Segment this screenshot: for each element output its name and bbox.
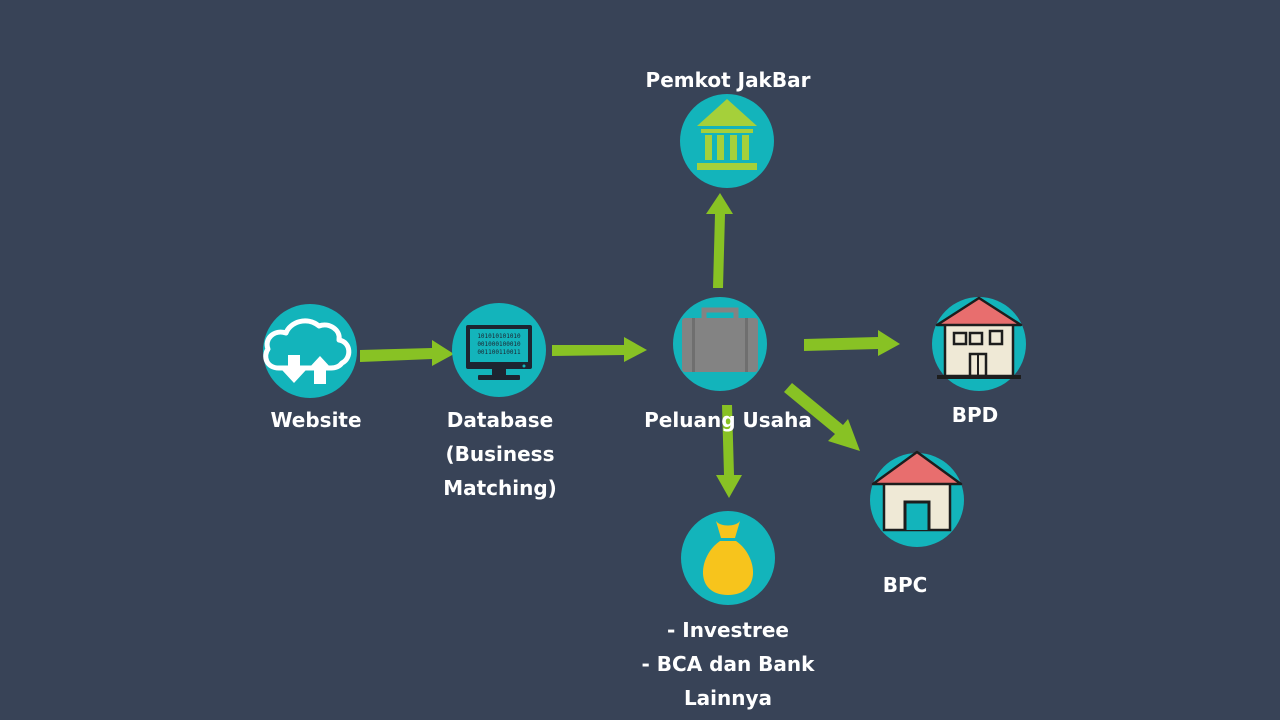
briefcase-icon — [682, 307, 758, 372]
arrow-peluang-to-bpc — [784, 383, 860, 451]
investor-node — [681, 511, 775, 605]
database-label-title: Database — [446, 408, 554, 432]
svg-text:001100110011: 001100110011 — [477, 349, 521, 356]
bpc-node — [870, 450, 964, 547]
pemkot-label: Pemkot JakBar — [645, 68, 811, 92]
bpd-node — [932, 296, 1026, 391]
house-icon — [871, 450, 963, 532]
website-label: Website — [270, 408, 362, 432]
arrow-peluang-to-bpd — [804, 330, 900, 356]
cloud-sync-icon — [263, 318, 352, 384]
pemkot-node — [680, 94, 774, 188]
arrow-database-to-peluang — [552, 337, 647, 362]
website-node — [263, 304, 357, 398]
office-building-icon — [935, 296, 1023, 379]
investor-label-line-1: - Investree — [666, 618, 789, 642]
bpd-label: BPD — [951, 403, 999, 427]
arrow-website-to-database — [360, 340, 454, 366]
svg-text:001000100010: 001000100010 — [477, 341, 521, 348]
database-label-line-2: Matching) — [443, 476, 557, 500]
database-node: 101010101010 001000100010 001100110011 — [452, 303, 546, 397]
money-bag-icon — [702, 521, 754, 595]
government-building-icon — [697, 99, 757, 170]
peluang-node — [673, 297, 767, 391]
database-label: Database (Business Matching) — [420, 403, 580, 505]
computer-monitor-icon: 101010101010 001000100010 001100110011 — [466, 325, 532, 380]
arrow-peluang-to-pemkot — [706, 193, 733, 288]
database-label-line-1: (Business — [445, 442, 555, 466]
peluang-label: Peluang Usaha — [644, 408, 812, 432]
svg-text:101010101010: 101010101010 — [477, 333, 521, 340]
investor-label-line-3: Lainnya — [683, 686, 773, 710]
arrow-peluang-to-investor — [716, 405, 742, 498]
investor-label-line-2: - BCA dan Bank — [641, 652, 815, 676]
bpc-label: BPC — [882, 573, 928, 597]
investor-label: - Investree - BCA dan Bank Lainnya — [618, 613, 838, 715]
